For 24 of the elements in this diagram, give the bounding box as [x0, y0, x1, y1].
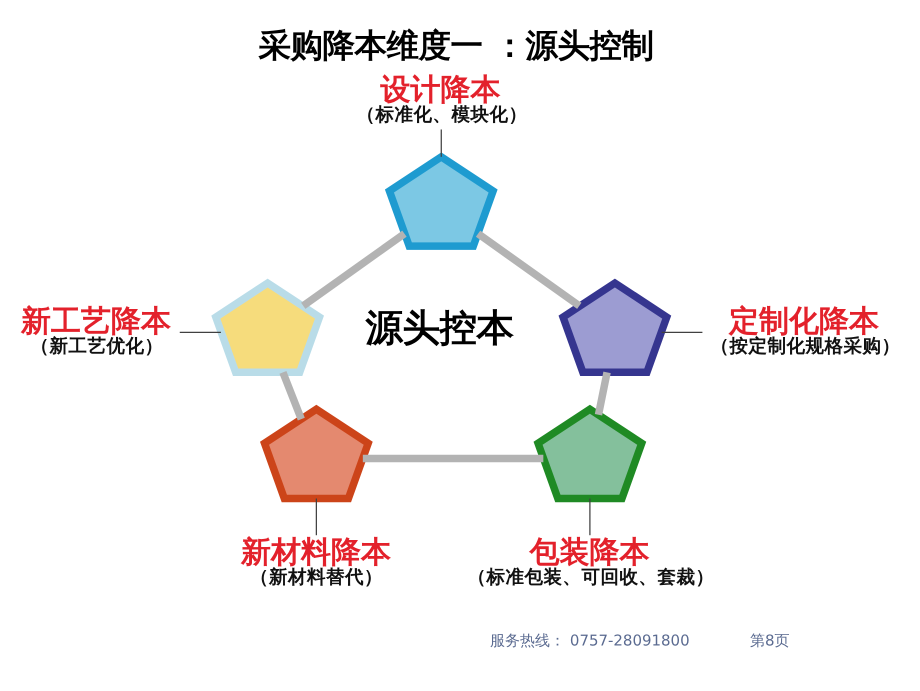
connector: [362, 454, 544, 462]
connector: [316, 498, 317, 536]
node-pentagon: [534, 404, 646, 502]
label: 源头控本: [366, 306, 514, 350]
connector: [476, 230, 582, 309]
node-pentagon: [211, 278, 324, 376]
label: 第8页: [750, 631, 790, 650]
connector: [180, 332, 221, 333]
connector: [589, 498, 591, 536]
node-pentagon: [558, 278, 672, 376]
node-text: 包装降本 （标准包装、可回收、套裁）: [467, 534, 714, 588]
node-text: 定制化降本 （按定制化规格采购）: [710, 304, 900, 357]
node-pentagon: [260, 404, 373, 502]
connector: [440, 129, 442, 157]
node-text: 新材料降本 （新材料替代）: [240, 534, 391, 588]
connector: [279, 371, 305, 420]
node-text: 设计降本 （标准化、模块化）: [356, 72, 528, 126]
connector: [594, 372, 611, 416]
connector: [301, 230, 407, 309]
node-pentagon: [384, 152, 498, 250]
diagram-title: 采购降本维度一 ：源头控制: [258, 26, 654, 65]
node-text: 新工艺降本 （新工艺优化）: [20, 304, 171, 357]
label: 服务热线： 0757-28091800: [490, 631, 690, 650]
connector: [662, 332, 702, 333]
